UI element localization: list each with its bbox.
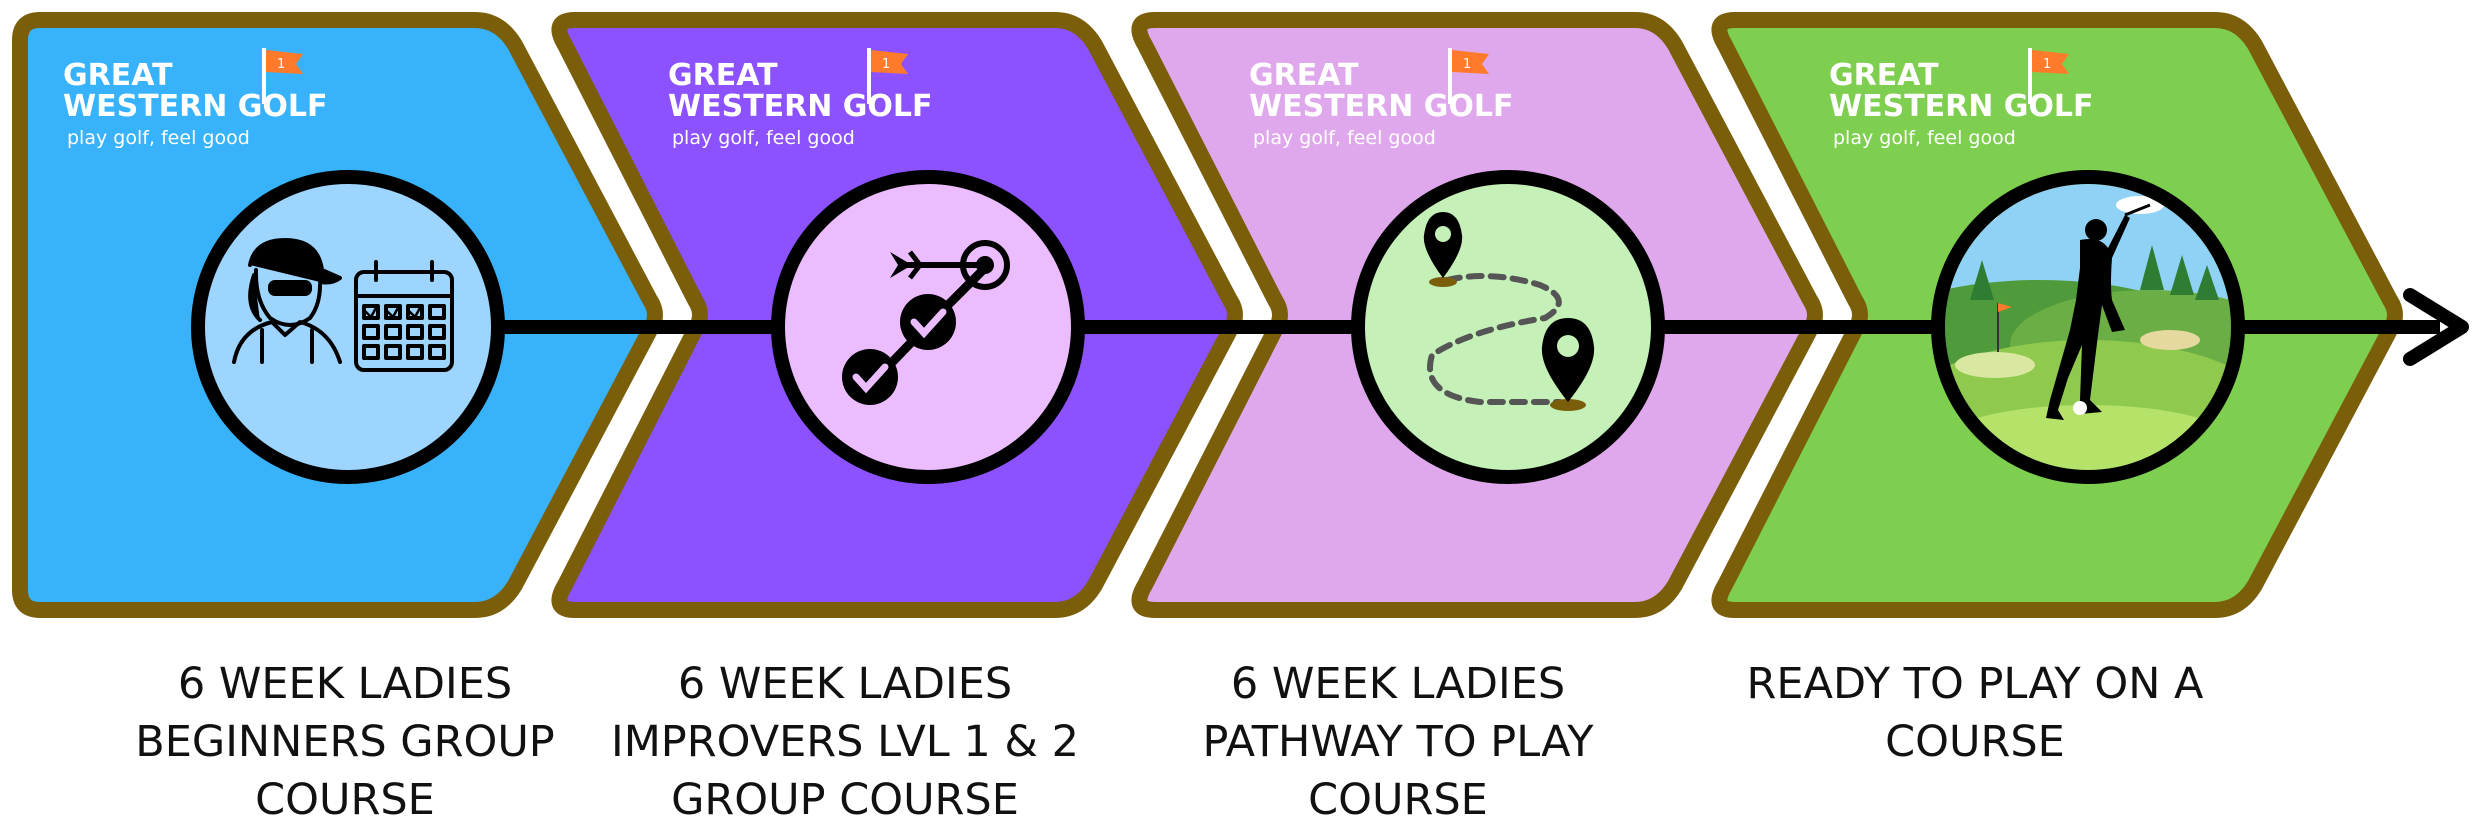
- logo-line-2: WESTERN GOLF: [668, 89, 933, 124]
- logo-tagline: play golf, feel good: [672, 127, 855, 149]
- target-checklist-icon: [842, 240, 1010, 405]
- logo-line-2: WESTERN GOLF: [1249, 89, 1514, 124]
- caption-line: 6 WEEK LADIES: [1230, 659, 1566, 709]
- route-map-icon: [1423, 212, 1595, 411]
- golfer-calendar-icon: [232, 238, 454, 372]
- flag-icon: 1: [867, 48, 908, 104]
- step-4-caption: READY TO PLAY ON A COURSE: [1695, 655, 2255, 771]
- logo-tagline: play golf, feel good: [67, 127, 250, 149]
- logo-line-1: GREAT: [1829, 58, 1939, 93]
- logo-line-1: GREAT: [1249, 58, 1359, 93]
- logo-tagline: play golf, feel good: [1833, 127, 2016, 149]
- step-3-caption: 6 WEEK LADIES PATHWAY TO PLAY COURSE: [1118, 655, 1678, 829]
- flag-number: 1: [882, 57, 890, 72]
- step-2-badge: [771, 170, 1085, 484]
- caption-line: 6 WEEK LADIES: [177, 659, 513, 709]
- logo-2: GREAT WESTERN GOLF play golf, feel good …: [668, 48, 933, 149]
- step-3-badge: [1351, 170, 1665, 484]
- flag-icon: 1: [2028, 48, 2069, 104]
- arrow-head-icon: [2403, 288, 2469, 366]
- flag-number: 1: [1463, 57, 1471, 72]
- step-2-caption: 6 WEEK LADIES IMPROVERS LVL 1 & 2 GROUP …: [565, 655, 1125, 829]
- logo-line-2: WESTERN GOLF: [63, 89, 328, 124]
- logo-tagline: play golf, feel good: [1253, 127, 1436, 149]
- caption-line: COURSE: [1885, 717, 2065, 767]
- logo-line-1: GREAT: [63, 58, 173, 93]
- caption-line: READY TO PLAY ON A: [1746, 659, 2204, 709]
- caption-line: COURSE: [1308, 775, 1488, 825]
- step-1-badge: [191, 170, 505, 484]
- flag-number: 1: [277, 57, 285, 72]
- logo-3: GREAT WESTERN GOLF play golf, feel good …: [1249, 48, 1514, 149]
- step-1-caption: 6 WEEK LADIES BEGINNERS GROUP COURSE: [65, 655, 625, 829]
- caption-line: PATHWAY TO PLAY: [1202, 717, 1594, 767]
- caption-line: IMPROVERS LVL 1 & 2: [611, 717, 1079, 767]
- logo-line-1: GREAT: [668, 58, 778, 93]
- caption-line: GROUP COURSE: [671, 775, 1019, 825]
- caption-line: BEGINNERS GROUP: [135, 717, 555, 767]
- flag-icon: 1: [1448, 48, 1489, 104]
- flag-number: 1: [2043, 57, 2051, 72]
- logo-1: GREAT WESTERN GOLF play golf, feel good …: [63, 48, 328, 149]
- caption-line: 6 WEEK LADIES: [677, 659, 1013, 709]
- logo-line-2: WESTERN GOLF: [1829, 89, 2094, 124]
- logo-4: GREAT WESTERN GOLF play golf, feel good …: [1829, 48, 2094, 149]
- caption-line: COURSE: [255, 775, 435, 825]
- flag-icon: 1: [262, 48, 303, 104]
